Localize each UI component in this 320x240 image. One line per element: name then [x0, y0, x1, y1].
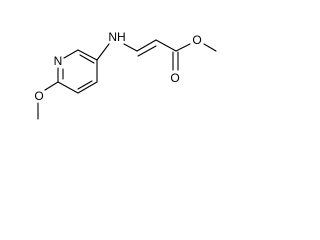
- bond-alkene-double-a: [137, 45, 157, 57]
- bond-ring-to-methoxy-o: [44, 81, 59, 91]
- ester-group: [172, 43, 217, 71]
- bond-carbonyl-to-ester-o: [175, 43, 191, 52]
- bond-ring-c1-c2: [77, 49, 98, 61]
- bond-ring-n-c1: [63, 49, 79, 59]
- bond-ring-double-1: [79, 54, 95, 64]
- atom-label-carbonyl-o: O: [170, 71, 179, 85]
- molecule-structure: N NH O O O: [34, 30, 217, 120]
- bond-ester-o-to-methyl: [203, 43, 217, 52]
- bond-ring-c3-c4: [77, 81, 98, 94]
- bond-ring-double-2: [77, 80, 93, 90]
- bond-ring-to-nh: [96, 43, 110, 61]
- amine-linker: [96, 43, 138, 61]
- bond-alkene-single: [136, 39, 157, 52]
- atom-label-methoxy-o: O: [34, 89, 43, 103]
- atom-label-ester-o: O: [192, 33, 201, 47]
- pyridine-ring: [57, 49, 98, 94]
- bond-nh-to-alkene: [123, 43, 138, 52]
- bond-alkene-to-carbonyl: [155, 39, 177, 52]
- alkene-bridge: [136, 39, 177, 57]
- atom-label-pyridine-n: N: [54, 54, 63, 68]
- atom-label-amine-nh: NH: [108, 30, 125, 44]
- bond-ring-c4-c5: [57, 81, 79, 94]
- methoxy-group: [37, 81, 59, 120]
